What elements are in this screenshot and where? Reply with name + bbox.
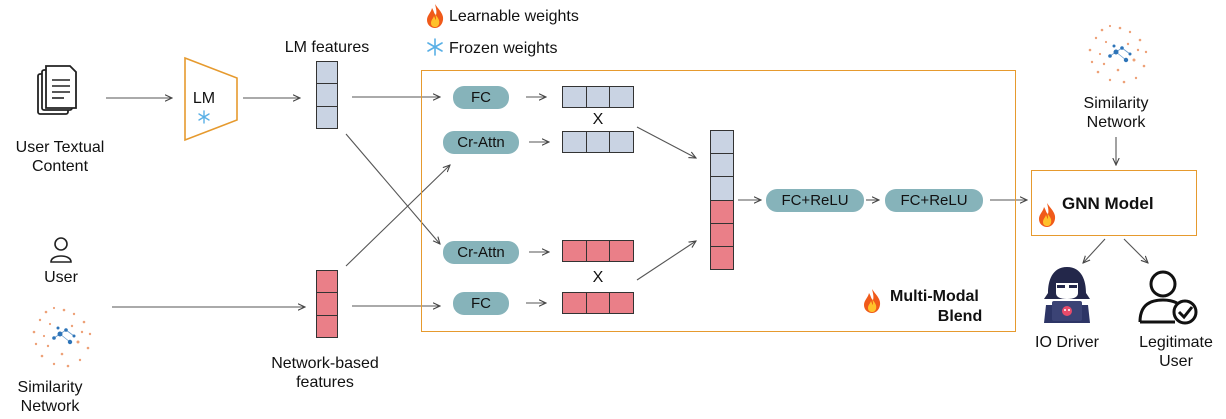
lm-feature-vector <box>316 61 338 129</box>
fc-top: FC <box>453 86 509 109</box>
arrow-bottom-to-concat <box>636 241 696 281</box>
user-icon <box>50 237 72 263</box>
network-feature-vector <box>316 270 338 338</box>
input-user-label: User <box>44 269 78 286</box>
network-graph-icon <box>32 306 92 368</box>
arrow-lmfeat-to-crattn <box>345 133 440 244</box>
arrow-gnn-to-legit <box>1123 238 1148 263</box>
lm-block <box>184 56 238 142</box>
multiply-top: X <box>592 111 604 128</box>
cross-attn-bottom: Cr-Attn <box>443 241 519 264</box>
lm-label: LM <box>192 90 216 107</box>
flame-icon <box>1039 203 1056 227</box>
fc-bottom: FC <box>453 292 509 315</box>
user-check-icon <box>1138 270 1198 325</box>
flame-icon <box>427 4 444 28</box>
concat-vector <box>710 130 734 270</box>
crattn-top-vector <box>562 131 634 153</box>
input-text-label-2: Content <box>31 158 89 175</box>
input-similarity-label-1: Similarity <box>17 379 83 396</box>
legit-user-label-1: Legitimate <box>1139 334 1213 351</box>
multi-modal-blend-frame <box>421 70 1016 332</box>
fc-relu-1: FC+ReLU <box>766 189 864 212</box>
legit-user-label-2: User <box>1159 353 1193 370</box>
network-features-label-1: Network-based <box>271 355 379 372</box>
snowflake-icon <box>427 38 443 56</box>
gnn-model-label: GNN Model <box>1062 194 1154 213</box>
input-text-label-1: User Textual <box>15 139 105 156</box>
cross-attn-top: Cr-Attn <box>443 131 519 154</box>
network-graph-icon <box>1088 24 1148 84</box>
arrow-top-to-concat <box>636 126 696 158</box>
fc-top-vector <box>562 86 634 108</box>
fc-relu-2: FC+ReLU <box>885 189 983 212</box>
hacker-icon <box>1044 267 1090 323</box>
gnn-similarity-label-2: Network <box>1086 114 1146 131</box>
arrow-netfeat-to-crattn <box>345 165 450 267</box>
gnn-model-box <box>1031 170 1197 236</box>
input-similarity-label-2: Network <box>20 398 80 415</box>
fc-bottom-vector <box>562 292 634 314</box>
lm-features-label: LM features <box>284 39 370 56</box>
multiply-bottom: X <box>592 269 604 286</box>
io-driver-label: IO Driver <box>1035 334 1099 351</box>
flame-icon <box>864 289 881 313</box>
gnn-similarity-label-1: Similarity <box>1083 95 1149 112</box>
arrow-gnn-to-io <box>1083 238 1106 263</box>
blend-label-2: Blend <box>937 308 983 325</box>
blend-label-1: Multi-Modal <box>890 288 979 305</box>
crattn-bottom-vector <box>562 240 634 262</box>
legend-learnable: Learnable weights <box>449 8 579 25</box>
document-icon <box>37 65 77 115</box>
network-features-label-2: features <box>296 374 354 391</box>
legend-frozen: Frozen weights <box>449 40 558 57</box>
